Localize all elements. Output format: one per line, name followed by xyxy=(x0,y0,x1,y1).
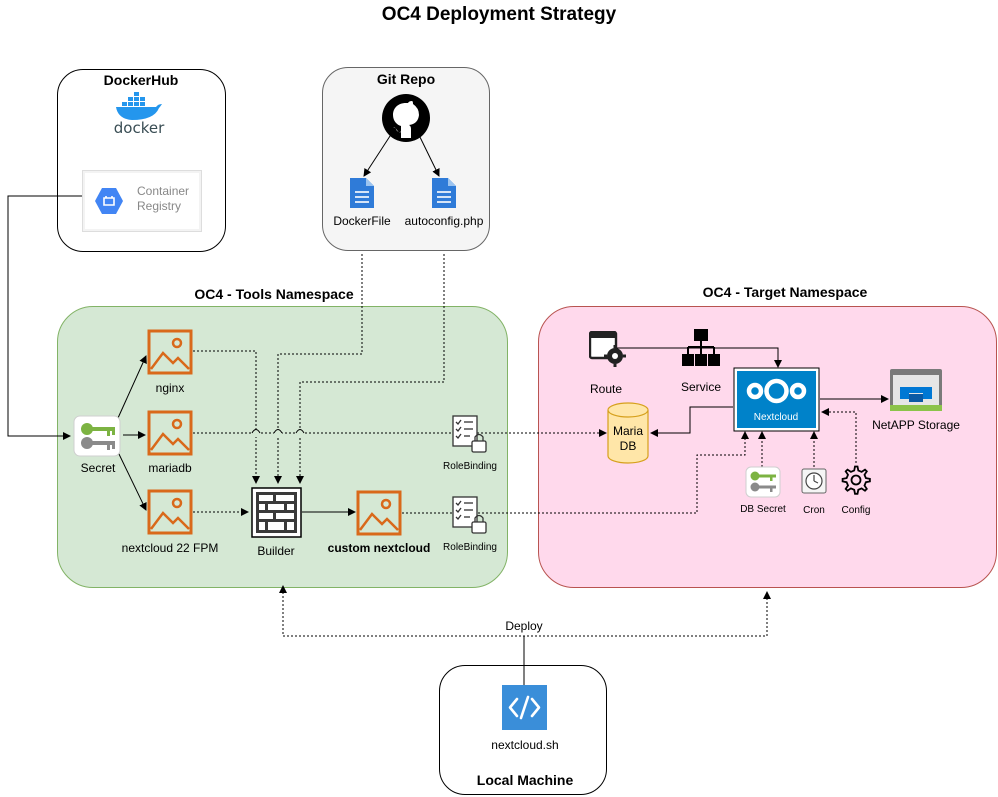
route-to-nextcloud-line xyxy=(612,347,782,368)
mariadb-label-line1: Maria xyxy=(612,424,644,438)
nextcloud-to-mariadb-line xyxy=(650,406,733,437)
config-label: Config xyxy=(841,505,871,516)
file-icon xyxy=(432,178,456,208)
secret-to-nextcloud-fpm-line xyxy=(117,451,147,511)
mariadb-label-line2: DB xyxy=(619,439,637,453)
nextcloud-sh-label: nextcloud.sh xyxy=(491,738,559,752)
tools-namespace-header: OC4 - Tools Namespace xyxy=(194,286,354,302)
network-icon xyxy=(682,329,720,366)
nginx-label: nginx xyxy=(155,381,185,395)
local-machine-header: Local Machine xyxy=(476,772,574,788)
deploy-label: Deploy xyxy=(505,619,543,633)
custom-nextcloud-label: custom nextcloud xyxy=(327,541,431,555)
checklist-lock-icon xyxy=(452,415,487,453)
tools-namespace-box xyxy=(57,306,508,588)
rolebinding-label-1: RoleBinding xyxy=(443,461,497,472)
image-icon xyxy=(147,489,193,535)
code-icon xyxy=(502,685,547,730)
config-to-nextcloud-line xyxy=(821,408,857,463)
secret-to-nginx-line xyxy=(117,355,147,419)
dockerfile-label: DockerFile xyxy=(333,214,391,228)
image-icon xyxy=(147,410,193,456)
github-icon xyxy=(382,94,430,142)
secret-label: Secret xyxy=(80,461,116,475)
storage-icon xyxy=(890,369,942,411)
docker-whale-icon xyxy=(116,92,162,120)
dockerfile-to-builder-line xyxy=(274,254,363,484)
database-icon xyxy=(607,402,649,464)
checklist-lock-icon xyxy=(452,496,487,534)
nginx-to-builder-line xyxy=(193,350,260,484)
file-icon xyxy=(350,178,374,208)
gear-icon xyxy=(841,465,871,495)
db-secret-label: DB Secret xyxy=(740,504,786,515)
image-icon xyxy=(356,490,402,536)
route-label: Route xyxy=(589,382,623,396)
firewall-icon xyxy=(251,487,302,538)
storage-label: NetAPP Storage xyxy=(872,418,960,432)
github-to-dockerfile-line xyxy=(363,132,393,177)
key-icon xyxy=(745,466,781,498)
diagram-title: OC4 Deployment Strategy xyxy=(381,4,617,25)
docker-logo-text: docker xyxy=(113,119,165,137)
custom-to-nextcloud-line xyxy=(402,431,749,514)
nextcloud-label: Nextcloud xyxy=(753,412,799,423)
nextcloud-icon xyxy=(733,367,820,432)
autoconfig-to-builder-line xyxy=(296,254,445,484)
mariadb-image-label: mariadb xyxy=(148,461,192,475)
deploy-line xyxy=(279,585,771,637)
registry-label-line1: Container xyxy=(137,184,190,198)
service-label: Service xyxy=(680,380,722,394)
target-namespace-header: OC4 - Target Namespace xyxy=(702,284,868,300)
rolebinding-label-2: RoleBinding xyxy=(443,542,497,553)
registry-label-line2: Registry xyxy=(137,199,182,213)
git-repo-header: Git Repo xyxy=(376,71,436,87)
container-registry-icon xyxy=(95,188,123,214)
route-icon xyxy=(589,331,626,367)
registry-to-secret-line xyxy=(7,195,82,440)
clock-icon xyxy=(801,468,827,494)
github-to-autoconfig-line xyxy=(417,132,440,177)
key-icon xyxy=(73,415,121,457)
dockerhub-header: DockerHub xyxy=(103,72,179,88)
nextcloud-fpm-label: nextcloud 22 FPM xyxy=(121,541,219,555)
image-icon xyxy=(147,329,193,375)
autoconfig-label: autoconfig.php xyxy=(404,214,484,228)
builder-label: Builder xyxy=(257,544,295,558)
cron-label: Cron xyxy=(803,505,825,516)
